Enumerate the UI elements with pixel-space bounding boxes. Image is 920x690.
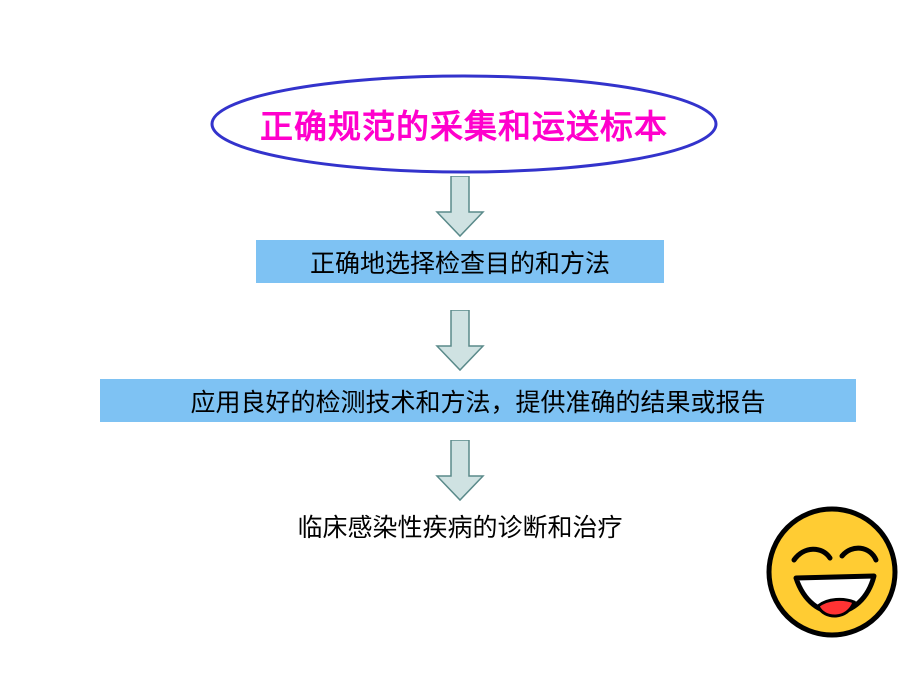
arrow-down-3 — [434, 439, 486, 507]
title-text: 正确规范的采集和运送标本 — [260, 110, 668, 146]
arrow-shape — [435, 175, 485, 238]
laughing-face-icon — [762, 502, 902, 642]
process-box-1-text: 正确地选择检查目的和方法 — [309, 250, 610, 278]
process-box-2: 应用良好的检测技术和方法，提供准确的结果或报告 — [100, 379, 856, 422]
process-box-2-text: 应用良好的检测技术和方法，提供准确的结果或报告 — [190, 389, 766, 417]
laughing-face-shape — [766, 506, 898, 638]
process-box-1: 正确地选择检查目的和方法 — [256, 240, 664, 283]
title-ellipse: 正确规范的采集和运送标本 — [208, 72, 720, 176]
ellipse-shape — [210, 74, 718, 174]
arrow-down-1 — [434, 175, 486, 243]
final-outcome-text: 临床感染性疾病的诊断和治疗 — [297, 515, 623, 542]
arrow-shape — [435, 309, 485, 372]
arrow-shape — [435, 439, 485, 502]
arrow-down-2 — [434, 309, 486, 377]
